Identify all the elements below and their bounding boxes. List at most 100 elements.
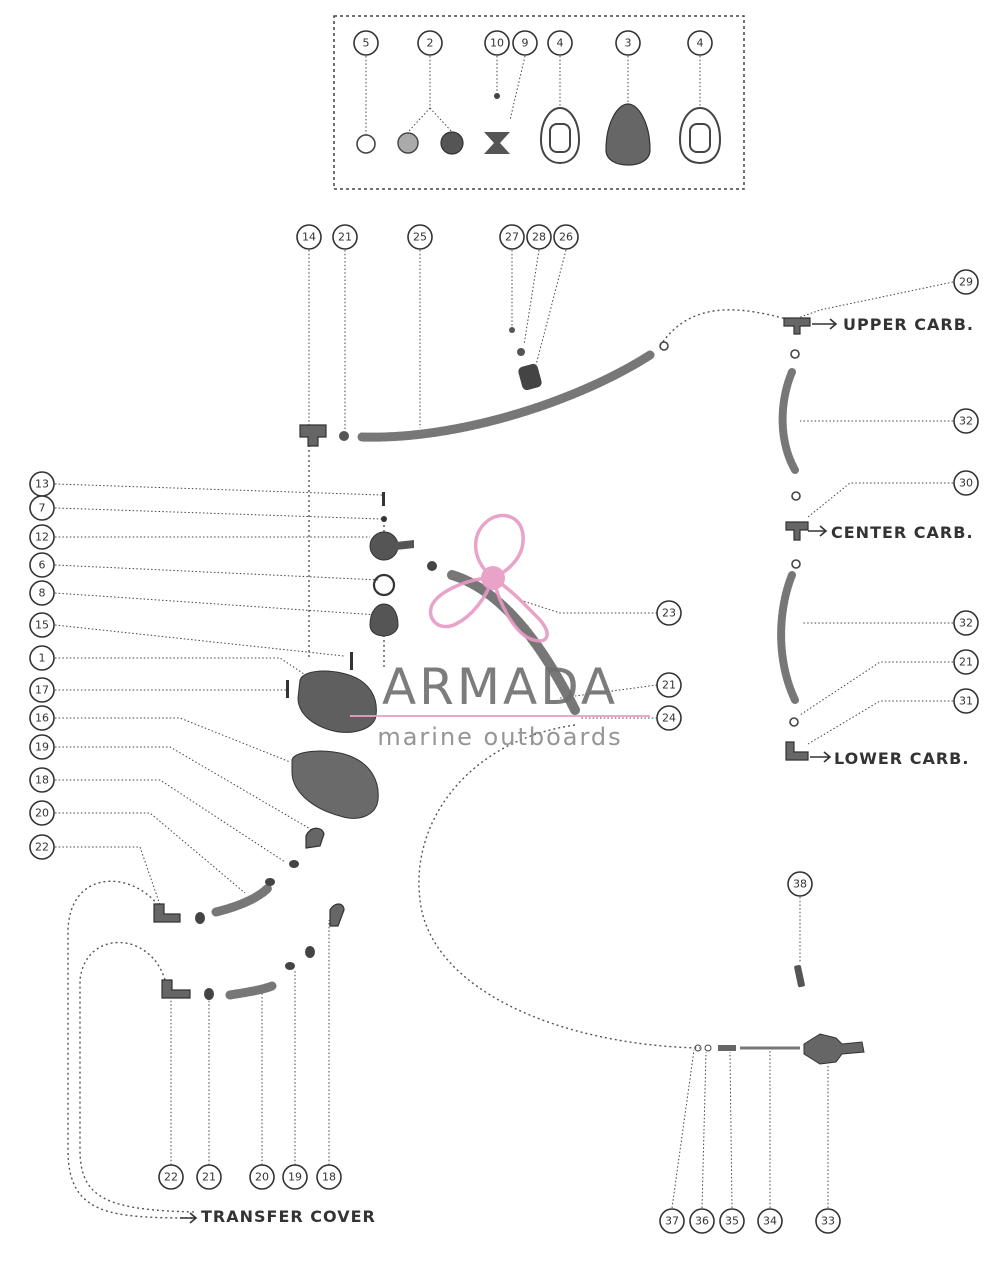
check-valve-part (484, 132, 510, 154)
svg-text:9: 9 (522, 37, 529, 50)
svg-text:38: 38 (793, 878, 807, 891)
fuel-pump-body-part (297, 670, 377, 733)
propeller-hub-icon (481, 566, 505, 590)
callout-7: 7 (29, 495, 55, 521)
center-clamp-bottom (791, 559, 801, 569)
svg-text:18: 18 (35, 774, 49, 787)
fuel-connector-part (803, 1033, 865, 1065)
callout-12: 12 (29, 524, 55, 550)
transfer-cover-label: TRANSFER COVER (201, 1207, 376, 1226)
callout-16: 16 (29, 705, 55, 731)
callout-17: 17 (29, 677, 55, 703)
hose-clamp-part (339, 431, 349, 441)
fuel-hose-upper-right (778, 368, 799, 474)
center-tee-fitting-part (785, 521, 809, 541)
arrow-transfer (180, 1212, 198, 1224)
callout-21-top: 21 (332, 224, 358, 250)
upper-tee-fitting-part (783, 317, 811, 335)
callout-34: 34 (757, 1208, 783, 1234)
svg-text:33: 33 (821, 1215, 835, 1228)
screw-part (382, 492, 385, 506)
left-clamp-lower-a (305, 946, 315, 958)
pump-seal-ring-part (372, 573, 396, 597)
svg-text:29: 29 (959, 276, 973, 289)
svg-text:20: 20 (35, 807, 49, 820)
left-clamp-upper-a (289, 860, 299, 868)
svg-text:23: 23 (662, 607, 676, 620)
svg-text:4: 4 (557, 37, 564, 50)
lower-clamp-part (789, 717, 799, 727)
small-ring-36 (704, 1044, 712, 1052)
side-screw-part (286, 680, 289, 698)
callout-inset-5: 5 (353, 30, 379, 56)
svg-text:15: 15 (35, 619, 49, 632)
callout-35: 35 (719, 1208, 745, 1234)
watermark-title: ARMADA (382, 658, 618, 716)
svg-text:21: 21 (338, 231, 352, 244)
svg-text:14: 14 (302, 231, 316, 244)
svg-text:32: 32 (959, 415, 973, 428)
left-elbow-upper-part (305, 827, 325, 849)
pump-screw-part (350, 652, 353, 670)
transfer-elbow-upper-part (153, 903, 181, 923)
cap-nipple-clamp (427, 561, 437, 571)
callout-inset-9: 9 (512, 30, 538, 56)
parts (153, 317, 865, 1065)
callout-25: 25 (407, 224, 433, 250)
svg-text:3: 3 (625, 37, 632, 50)
callout-13: 13 (29, 471, 55, 497)
pump-cap-nipple (396, 540, 414, 550)
callout-36: 36 (689, 1208, 715, 1234)
callout-30: 30 (953, 470, 979, 496)
gasket-part-b-slot (689, 123, 711, 153)
svg-text:30: 30 (959, 477, 973, 490)
callout-26: 26 (553, 224, 579, 250)
elbow-fitting-part (299, 424, 327, 447)
fuel-hose-left-upper (211, 883, 273, 917)
left-clamp-lower-b (285, 962, 295, 970)
hose-end-clamp (659, 341, 669, 351)
callout-22-left: 22 (29, 834, 55, 860)
svg-text:26: 26 (559, 231, 573, 244)
center-clamp-top (791, 491, 801, 501)
callout-15: 15 (29, 612, 55, 638)
destination-labels: UPPER CARB. CENTER CARB. LOWER CARB. TRA… (180, 315, 973, 1226)
svg-text:1: 1 (39, 652, 46, 665)
svg-text:31: 31 (959, 695, 973, 708)
callout-22-bottom: 22 (158, 1164, 184, 1190)
small-ring-37 (694, 1044, 702, 1052)
callout-28: 28 (526, 224, 552, 250)
lower-elbow-fitting-part (785, 741, 809, 761)
propeller-logo-icon (428, 513, 549, 643)
gasket-part-b (678, 106, 722, 165)
sleeve-part-35 (718, 1045, 736, 1051)
fuel-hose-top (357, 350, 655, 442)
svg-text:12: 12 (35, 531, 49, 544)
small-ball-part (494, 93, 500, 99)
oring-part (356, 134, 376, 154)
callout-8: 8 (29, 580, 55, 606)
svg-text:35: 35 (725, 1215, 739, 1228)
svg-text:36: 36 (695, 1215, 709, 1228)
arrow-lower (810, 751, 832, 763)
callout-38: 38 (787, 871, 813, 897)
svg-text:21: 21 (959, 656, 973, 669)
svg-text:34: 34 (763, 1215, 777, 1228)
left-clamp-upper-b (265, 878, 275, 886)
svg-text:32: 32 (959, 617, 973, 630)
callout-31: 31 (953, 688, 979, 714)
arrow-upper (812, 318, 838, 330)
callout-20-left: 20 (29, 800, 55, 826)
svg-text:6: 6 (39, 559, 46, 572)
svg-text:25: 25 (413, 231, 427, 244)
transfer-elbow-lower-part (161, 979, 191, 999)
fuel-routing (67, 309, 791, 1219)
callout-20-bottom: 20 (249, 1164, 275, 1190)
callout-27: 27 (499, 224, 525, 250)
svg-text:27: 27 (505, 231, 519, 244)
callout-29: 29 (953, 269, 979, 295)
left-clamp-lower-c (204, 988, 214, 1000)
svg-text:17: 17 (35, 684, 49, 697)
svg-text:4: 4 (697, 37, 704, 50)
